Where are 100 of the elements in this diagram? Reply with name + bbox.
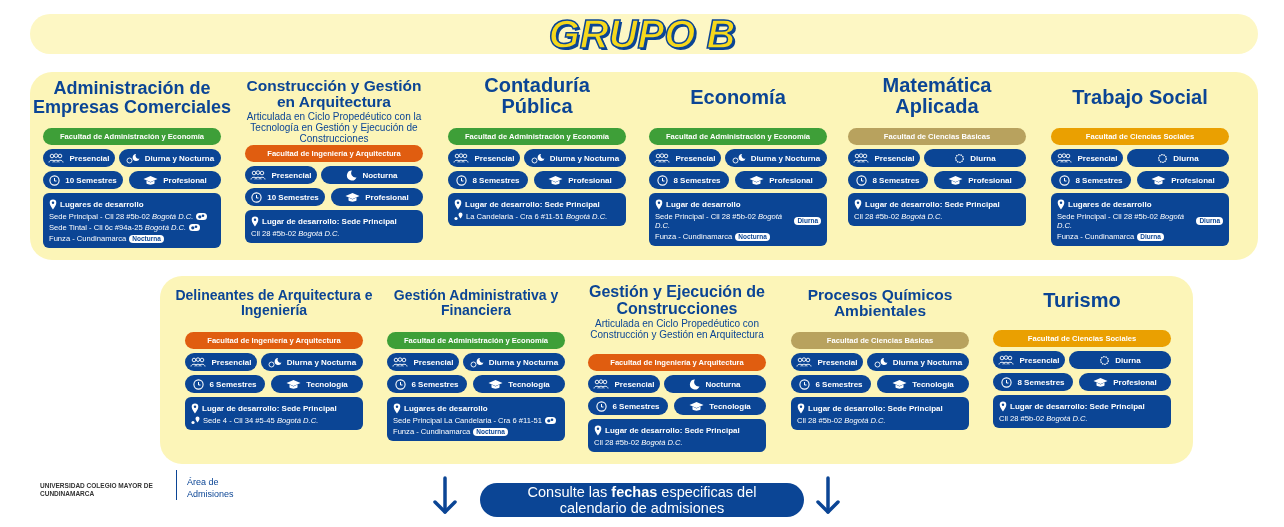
- location-card: [848, 193, 1026, 226]
- pill-text: 8 Semestres: [1075, 175, 1123, 185]
- location-card: [588, 419, 766, 452]
- program-title: Gestión Administrativa y Financiera: [392, 288, 560, 318]
- pill-text: Profesional: [163, 175, 207, 185]
- location-heading: Lugar de desarrollo: Sede Principal: [202, 404, 337, 413]
- program-subtitle: Articulada en Ciclo Propedéutico con Construcción y Gestión en Arquitectura: [589, 317, 765, 340]
- info-pill: [649, 149, 721, 167]
- pill-text: 8 Semestres: [673, 175, 721, 185]
- pill-text: Profesional: [365, 192, 409, 202]
- program-title: Trabajo Social: [1071, 87, 1209, 108]
- info-pill: [848, 171, 928, 189]
- location-heading: Lugar de desarrollo: Sede Principal: [605, 426, 740, 435]
- pill-text: 10 Semestres: [267, 192, 319, 202]
- location-heading: Lugares de desarrollo: [404, 404, 488, 413]
- info-pill: [735, 171, 827, 189]
- pill-text: Presencial: [874, 153, 915, 163]
- info-pill: [1051, 149, 1123, 167]
- pill-text: Presencial: [271, 170, 312, 180]
- pill-text: 6 Semestres: [612, 401, 660, 411]
- program-title: Procesos Químicos Ambientales: [806, 287, 954, 320]
- program-panel: [30, 72, 1258, 260]
- location-card: [43, 193, 221, 248]
- info-pill: [791, 375, 871, 393]
- info-pill: [725, 149, 827, 167]
- pill-text: Diurna y Nocturna: [892, 357, 963, 367]
- pill-text: Presencial: [817, 357, 858, 367]
- program-panel: [160, 276, 1193, 464]
- call-to-action-pill: Consulte las fechas especificas del calendario de admisiones: [480, 483, 804, 517]
- location-heading: Lugares de desarrollo: [1068, 200, 1152, 209]
- program-title: Delineantes de Arquitectura e Ingeniería: [174, 288, 374, 318]
- info-pill: [649, 171, 729, 189]
- info-pill: [877, 375, 969, 393]
- location-heading: Lugar de desarrollo: Sede Principal: [262, 217, 397, 226]
- pill-text: Diurna: [1115, 355, 1141, 365]
- pill-text: 6 Semestres: [815, 379, 863, 389]
- info-pill: [934, 171, 1026, 189]
- info-pill: [524, 149, 626, 167]
- program-title: Gestión y Ejecución de Construcciones: [587, 284, 766, 318]
- pill-text: Presencial: [211, 357, 252, 367]
- pill-text: Diurna y Nocturna: [144, 153, 215, 163]
- info-pill: [1137, 171, 1229, 189]
- pill-text: Presencial: [413, 357, 454, 367]
- location-card: [791, 397, 969, 430]
- info-pill: [1069, 351, 1171, 369]
- pill-text: Profesional: [769, 175, 813, 185]
- info-pill: [331, 188, 423, 206]
- pill-text: 6 Semestres: [209, 379, 257, 389]
- location-heading: Lugares de desarrollo: [60, 200, 144, 209]
- pill-text: Tecnología: [709, 401, 751, 411]
- pill-text: Diurna y Nocturna: [549, 153, 620, 163]
- pill-text: Profesional: [568, 175, 612, 185]
- info-pill: [261, 353, 363, 371]
- pill-text: Presencial: [675, 153, 716, 163]
- pill-text: Nocturna: [362, 170, 398, 180]
- info-pill: [867, 353, 969, 371]
- info-pill: [1127, 149, 1229, 167]
- info-pill: [463, 353, 565, 371]
- pill-text: 6 Semestres: [411, 379, 459, 389]
- location-card: [185, 397, 363, 430]
- pill-text: Profesional: [968, 175, 1012, 185]
- pill-text: Presencial: [614, 379, 655, 389]
- info-pill: [129, 171, 221, 189]
- info-pill: [473, 375, 565, 393]
- info-pill: [43, 149, 115, 167]
- location-heading: Lugar de desarrollo: Sede Principal: [808, 404, 943, 413]
- location-heading: Lugar de desarrollo: [666, 200, 741, 209]
- pill-text: Profesional: [1113, 377, 1157, 387]
- pill-text: Presencial: [1019, 355, 1060, 365]
- pill-text: Diurna: [1173, 153, 1199, 163]
- page-title: GRUPO B: [547, 12, 737, 57]
- location-heading: Lugar de desarrollo: Sede Principal: [1010, 402, 1145, 411]
- info-pill: [448, 171, 528, 189]
- info-pill: [245, 166, 317, 184]
- program-title: Matemática Aplicada: [881, 75, 993, 117]
- pill-text: Diurna y Nocturna: [750, 153, 821, 163]
- pill-text: Profesional: [1171, 175, 1215, 185]
- info-pill: [43, 171, 123, 189]
- info-pill: [993, 351, 1065, 369]
- pill-text: Tecnología: [508, 379, 550, 389]
- info-pill: [448, 149, 520, 167]
- info-pill: [387, 353, 459, 371]
- program-title: Administración de Empresas Comerciales: [31, 79, 233, 117]
- program-subtitle: Articulada en Ciclo Propedéutico con la Tecnología en Gestión y Ejecución de Construcciones: [245, 110, 423, 144]
- program-title: Contaduría Pública: [483, 75, 591, 117]
- program-title: Economía: [689, 87, 787, 108]
- info-pill: [321, 166, 423, 184]
- pill-text: 8 Semestres: [872, 175, 920, 185]
- info-pill: [271, 375, 363, 393]
- program-title: Turismo: [1042, 290, 1122, 311]
- info-pill: [185, 375, 265, 393]
- department-name: Área de Admisiones: [187, 476, 235, 501]
- info-pill: [924, 149, 1026, 167]
- pill-text: Tecnología: [912, 379, 954, 389]
- location-card: [649, 193, 827, 246]
- pill-text: 8 Semestres: [1017, 377, 1065, 387]
- pill-text: Presencial: [69, 153, 110, 163]
- pill-text: 10 Semestres: [65, 175, 117, 185]
- pill-text: 8 Semestres: [472, 175, 520, 185]
- info-pill: [119, 149, 221, 167]
